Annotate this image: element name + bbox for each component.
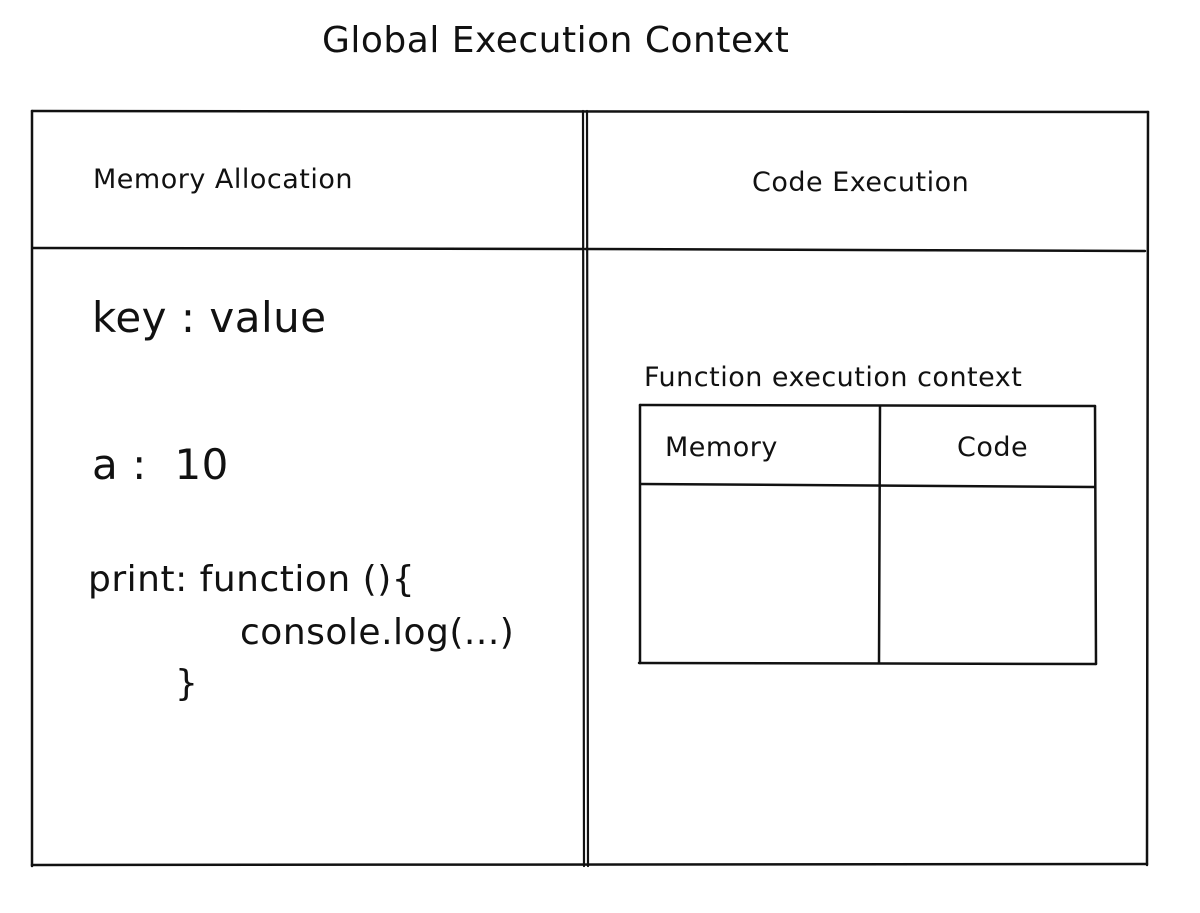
memory-entry-print-line1: print: function (){ [88,559,416,600]
code-execution-header: Code Execution [752,167,970,198]
function-context-code-header: Code [957,432,1029,463]
function-context-box [637,403,1098,666]
function-context-memory-header: Memory [665,432,778,463]
global-context-box [30,109,1150,868]
function-context-title: Function execution context [644,362,1023,393]
panel-divider [581,109,590,868]
memory-allocation-header: Memory Allocation [93,164,353,195]
memory-entry-a: a : 10 [92,440,229,489]
memory-entry-print-line2: console.log(...) [240,612,515,653]
diagram-title: Global Execution Context [322,20,790,61]
header-divider [31,246,1147,253]
memory-entry-print-line3: } [175,663,199,704]
memory-entry-key-value: key : value [92,293,327,342]
